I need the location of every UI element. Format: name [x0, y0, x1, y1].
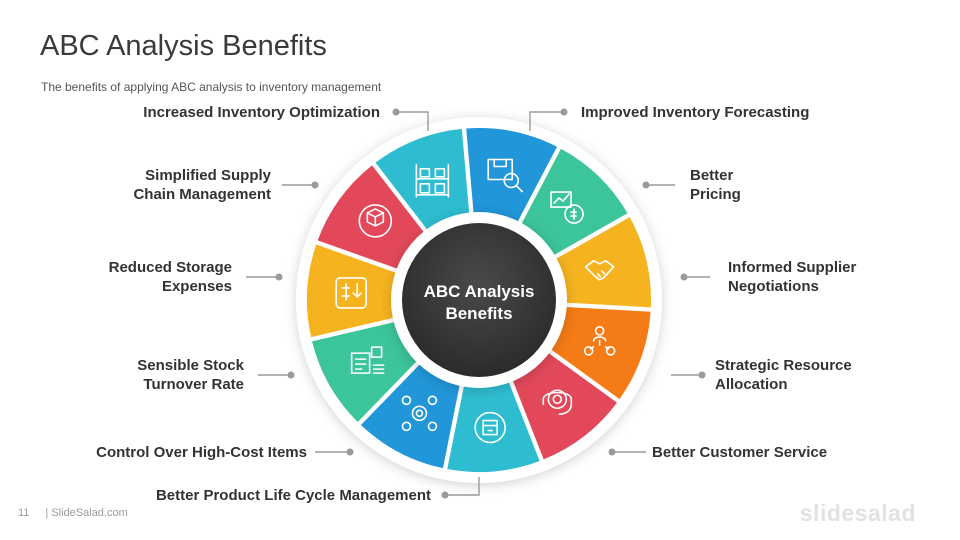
label-storage-expenses: Reduced Storage Expenses: [109, 258, 232, 296]
icon-group: [335, 158, 616, 444]
connector-inventory-optimization: [396, 111, 429, 131]
pricing-chart-icon: [550, 191, 584, 224]
label-inventory-optimization: Increased Inventory Optimization: [143, 104, 380, 121]
label-storage-expenses-line-2: Expenses: [161, 278, 232, 295]
stock-turnover-icon: [350, 346, 385, 374]
label-better-pricing-line-1: Better: [690, 167, 734, 184]
footer-source: | SlideSalad.com: [45, 507, 128, 519]
label-supplier-negotiations-line-1: Informed Supplier: [728, 259, 857, 276]
handshake-icon: [584, 260, 615, 281]
label-strategic-allocation: Strategic Resource Allocation: [715, 356, 852, 394]
slide-subtitle: The benefits of applying ABC analysis to…: [41, 80, 382, 94]
center-label-line-2: Benefits: [445, 304, 512, 323]
label-supply-chain-line-2: Chain Management: [133, 186, 271, 203]
wheel-segment: [312, 320, 421, 422]
slide-title: ABC Analysis Benefits: [40, 30, 327, 62]
inventory-shelf-icon: [415, 163, 450, 198]
supply-chain-icon: [358, 204, 393, 238]
connector-lines: [246, 111, 710, 496]
connector-product-lifecycle: [445, 477, 480, 496]
slide-footer: 11 | SlideSalad.com: [18, 507, 128, 519]
product-cycle-icon: [474, 411, 506, 444]
label-stock-turnover: Sensible Stock Turnover Rate: [137, 356, 244, 394]
wheel-segment: [306, 244, 402, 338]
label-stock-turnover-line-1: Sensible Stock: [137, 357, 244, 374]
page-number: 11: [18, 507, 30, 519]
center-label-line-1: ABC Analysis: [424, 282, 535, 301]
label-high-cost-control: Control Over High-Cost Items: [96, 444, 307, 461]
label-better-pricing: Better Pricing: [690, 166, 741, 204]
label-supplier-negotiations-line-2: Negotiations: [728, 278, 819, 295]
label-customer-service: Better Customer Service: [652, 444, 828, 461]
label-strategic-allocation-line-1: Strategic Resource: [715, 357, 852, 374]
label-supplier-negotiations: Informed Supplier Negotiations: [728, 258, 856, 296]
label-strategic-allocation-line-2: Allocation: [715, 376, 788, 393]
label-storage-expenses-line-1: Reduced Storage: [108, 259, 232, 276]
wheel-segment: [447, 377, 540, 472]
label-stock-turnover-line-2: Turnover Rate: [143, 376, 244, 393]
label-supply-chain: Simplified Supply Chain Management: [133, 166, 271, 204]
label-product-lifecycle: Better Product Life Cycle Management: [155, 487, 431, 504]
customer-support-icon: [542, 389, 573, 416]
box-search-icon: [487, 158, 524, 193]
label-supply-chain-line-1: Simplified Supply: [145, 167, 271, 184]
label-improved-forecasting: Improved Inventory Forecasting: [581, 104, 810, 121]
center-circle: [402, 223, 556, 377]
wheel-segment: [360, 360, 461, 469]
storage-expense-icon: [335, 277, 367, 309]
wheel-segment: [375, 128, 470, 234]
team-allocation-icon: [583, 326, 616, 356]
wheel-segment: [317, 165, 428, 271]
connector-improved-forecasting: [529, 111, 564, 131]
wheel-segment: [519, 148, 628, 258]
wheel-segment: [546, 306, 651, 400]
label-better-pricing-line-2: Pricing: [690, 186, 741, 203]
brand-watermark: slidesalad: [799, 500, 916, 526]
connector-dots: [275, 108, 706, 499]
cost-gear-icon: [401, 395, 438, 432]
